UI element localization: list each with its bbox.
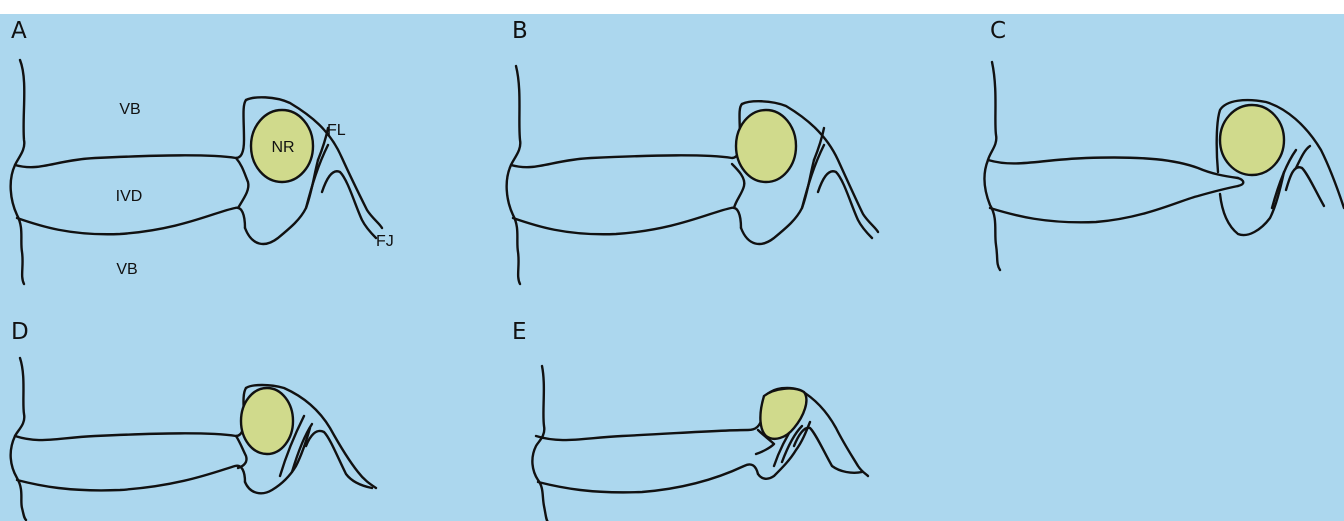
panel-c: C [984, 18, 1344, 270]
panel-letter-e: E [512, 319, 527, 345]
lower-endplate [538, 464, 758, 492]
panel-letter-b: B [512, 18, 528, 44]
vertebra-posterior-edge [984, 62, 1000, 270]
label-vb-top: VB [119, 101, 140, 118]
label-fl: FL [327, 122, 346, 139]
upper-endplate [988, 157, 1238, 178]
panel-letter-a: A [11, 18, 27, 44]
panel-letter-d: D [11, 319, 29, 345]
nerve-root [736, 110, 796, 182]
facet-overgrowth [1238, 178, 1243, 186]
panel-d: D [11, 319, 376, 520]
lower-endplate [17, 466, 245, 491]
label-vb-bottom: VB [116, 261, 137, 278]
facet-joint-lines [306, 128, 376, 238]
lower-endplate [990, 186, 1238, 222]
facet-joint-lines [802, 128, 872, 238]
vertebra-posterior-edge [532, 366, 548, 521]
diagram-canvas: A VB IVD VB NR FL FJ B C [0, 14, 1344, 521]
lower-endplate [513, 208, 741, 235]
disc-bulge [732, 164, 744, 208]
nerve-root [241, 388, 293, 454]
panel-b: B [507, 18, 878, 284]
upper-endplate [536, 394, 768, 440]
label-fj: FJ [376, 233, 394, 250]
nerve-root-compressed [760, 389, 806, 439]
foramen-stenosis-figure: A VB IVD VB NR FL FJ B C [0, 14, 1344, 521]
label-ivd: IVD [116, 188, 143, 205]
vertebra-posterior-edge [11, 60, 25, 284]
disc-bulge [236, 158, 248, 208]
panel-e: E [512, 319, 868, 521]
label-nr: NR [271, 139, 294, 156]
vertebra-posterior-edge [507, 66, 521, 284]
nerve-root [1220, 105, 1284, 175]
upper-endplate [511, 104, 742, 167]
upper-endplate [15, 388, 246, 440]
panel-letter-c: C [990, 18, 1006, 44]
lower-endplate [17, 208, 245, 235]
panel-a: A VB IVD VB NR FL FJ [11, 18, 394, 284]
